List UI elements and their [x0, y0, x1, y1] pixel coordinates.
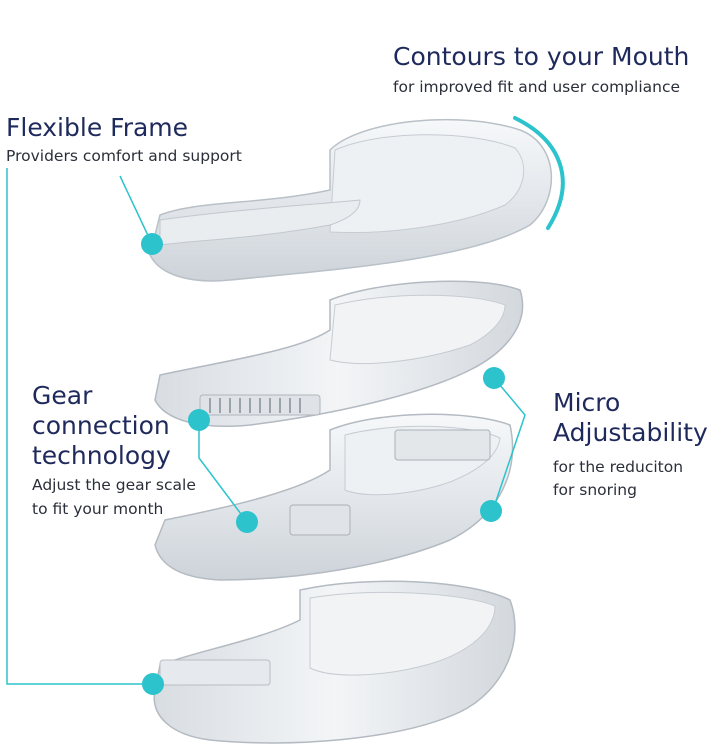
- gear-subtitle-line-1: Adjust the gear scale: [32, 476, 196, 494]
- micro-subtitle-line-2: for snoring: [553, 481, 637, 499]
- gear-subtitle-line-2: to fit your month: [32, 500, 164, 518]
- flexible-frame-title: Flexible Frame: [6, 113, 189, 142]
- tray-bottom: [153, 580, 516, 744]
- callout-dots: [141, 233, 505, 695]
- contour-arc: [513, 116, 565, 230]
- tray-top: [149, 118, 552, 282]
- leader-lines: [6, 168, 526, 685]
- gear-title-line-2: connection: [32, 411, 170, 440]
- gear-title-line-3: technology: [32, 441, 171, 470]
- contours-subtitle: for improved fit and user compliance: [393, 78, 680, 96]
- contours-title: Contours to your Mouth: [393, 42, 690, 71]
- callout-dot: [141, 233, 163, 255]
- callout-dot: [142, 673, 164, 695]
- micro-subtitle-line-1: for the reduciton: [553, 458, 684, 476]
- micro-title-line-2: Adjustability: [553, 418, 708, 447]
- callout-dot: [480, 500, 502, 522]
- micro-title-line-1: Micro: [553, 388, 621, 417]
- tray-micro: [154, 413, 514, 581]
- tray-gear: [154, 280, 524, 428]
- callout-dot: [483, 367, 505, 389]
- callout-dot: [188, 409, 210, 431]
- callout-dot: [236, 511, 258, 533]
- flexible-frame-subtitle: Providers comfort and support: [6, 147, 242, 165]
- gear-title-line-1: Gear: [32, 381, 93, 410]
